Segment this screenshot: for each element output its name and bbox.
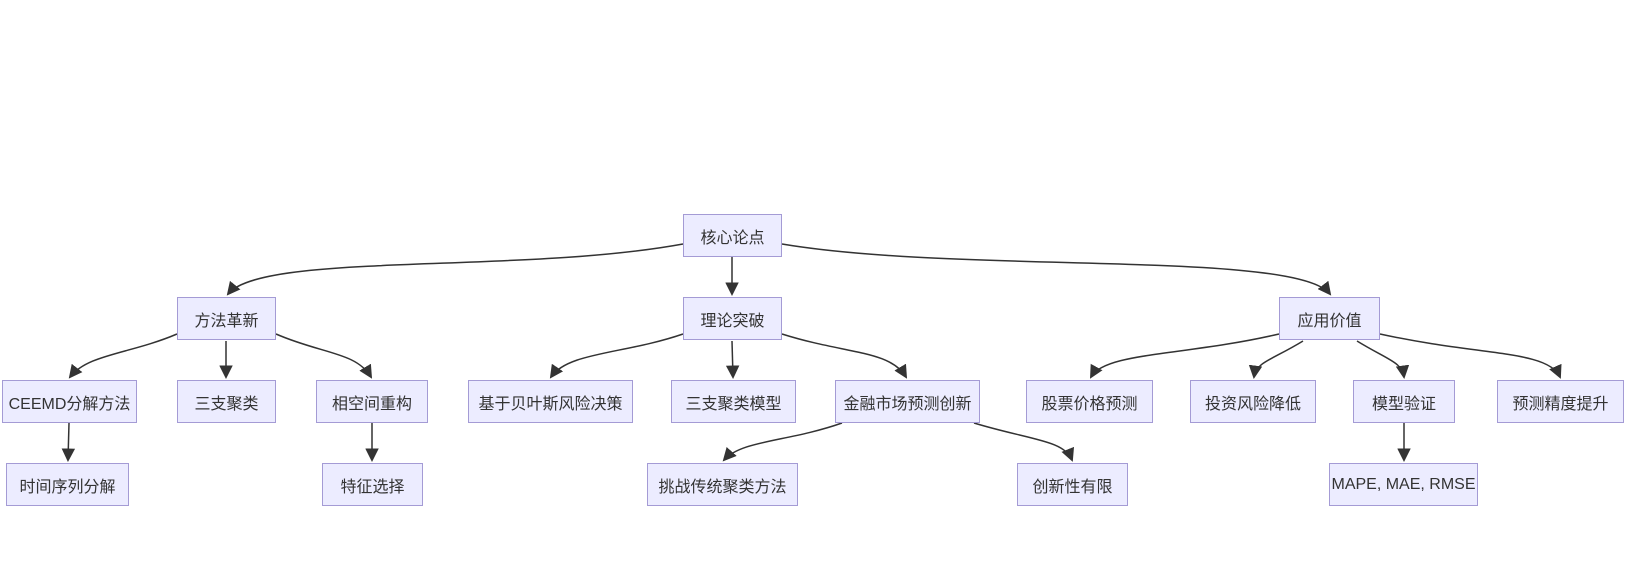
node-phase-space-reconstruction: 相空间重构: [316, 380, 428, 423]
node-error-metrics: MAPE, MAE, RMSE: [1329, 463, 1478, 506]
edge-method-phase: [275, 333, 373, 379]
edge-value-risk: [1248, 340, 1304, 380]
edge-theory-threemodel: [725, 340, 740, 380]
node-ceemd-decomposition: CEEMD分解方法: [2, 380, 137, 423]
edge-core-method: [226, 243, 684, 296]
node-challenge-traditional-clustering: 挑战传统聚类方法: [647, 463, 798, 506]
node-application-value: 应用价值: [1279, 297, 1380, 340]
edge-theory-bayes: [549, 333, 684, 379]
edge-finance-challenge: [722, 422, 843, 462]
node-forecast-accuracy-improvement: 预测精度提升: [1497, 380, 1624, 423]
node-stock-price-prediction: 股票价格预测: [1026, 380, 1153, 423]
node-investment-risk-reduction: 投资风险降低: [1190, 380, 1316, 423]
node-three-way-clustering: 三支聚类: [177, 380, 276, 423]
edge-theory-finance: [781, 333, 908, 379]
edge-method-ceemd: [68, 333, 178, 379]
node-financial-market-forecast-innovation: 金融市场预测创新: [835, 380, 980, 423]
node-limited-innovation: 创新性有限: [1017, 463, 1128, 506]
edge-finance-limited: [973, 422, 1074, 462]
node-core-thesis: 核心论点: [683, 214, 782, 257]
node-method-innovation: 方法革新: [177, 297, 276, 340]
edge-value-stock: [1090, 333, 1280, 379]
edge-value-model: [1356, 340, 1410, 380]
node-model-validation: 模型验证: [1353, 380, 1455, 423]
edge-core-value: [781, 243, 1332, 296]
edge-value-accuracy: [1379, 333, 1562, 379]
node-time-series-decomposition: 时间序列分解: [6, 463, 129, 506]
edge-ceemd-timeseries: [61, 422, 76, 463]
node-feature-selection: 特征选择: [322, 463, 423, 506]
node-three-way-cluster-model: 三支聚类模型: [671, 380, 796, 423]
node-bayesian-risk-decision: 基于贝叶斯风险决策: [468, 380, 633, 423]
node-theoretical-breakthrough: 理论突破: [683, 297, 782, 340]
